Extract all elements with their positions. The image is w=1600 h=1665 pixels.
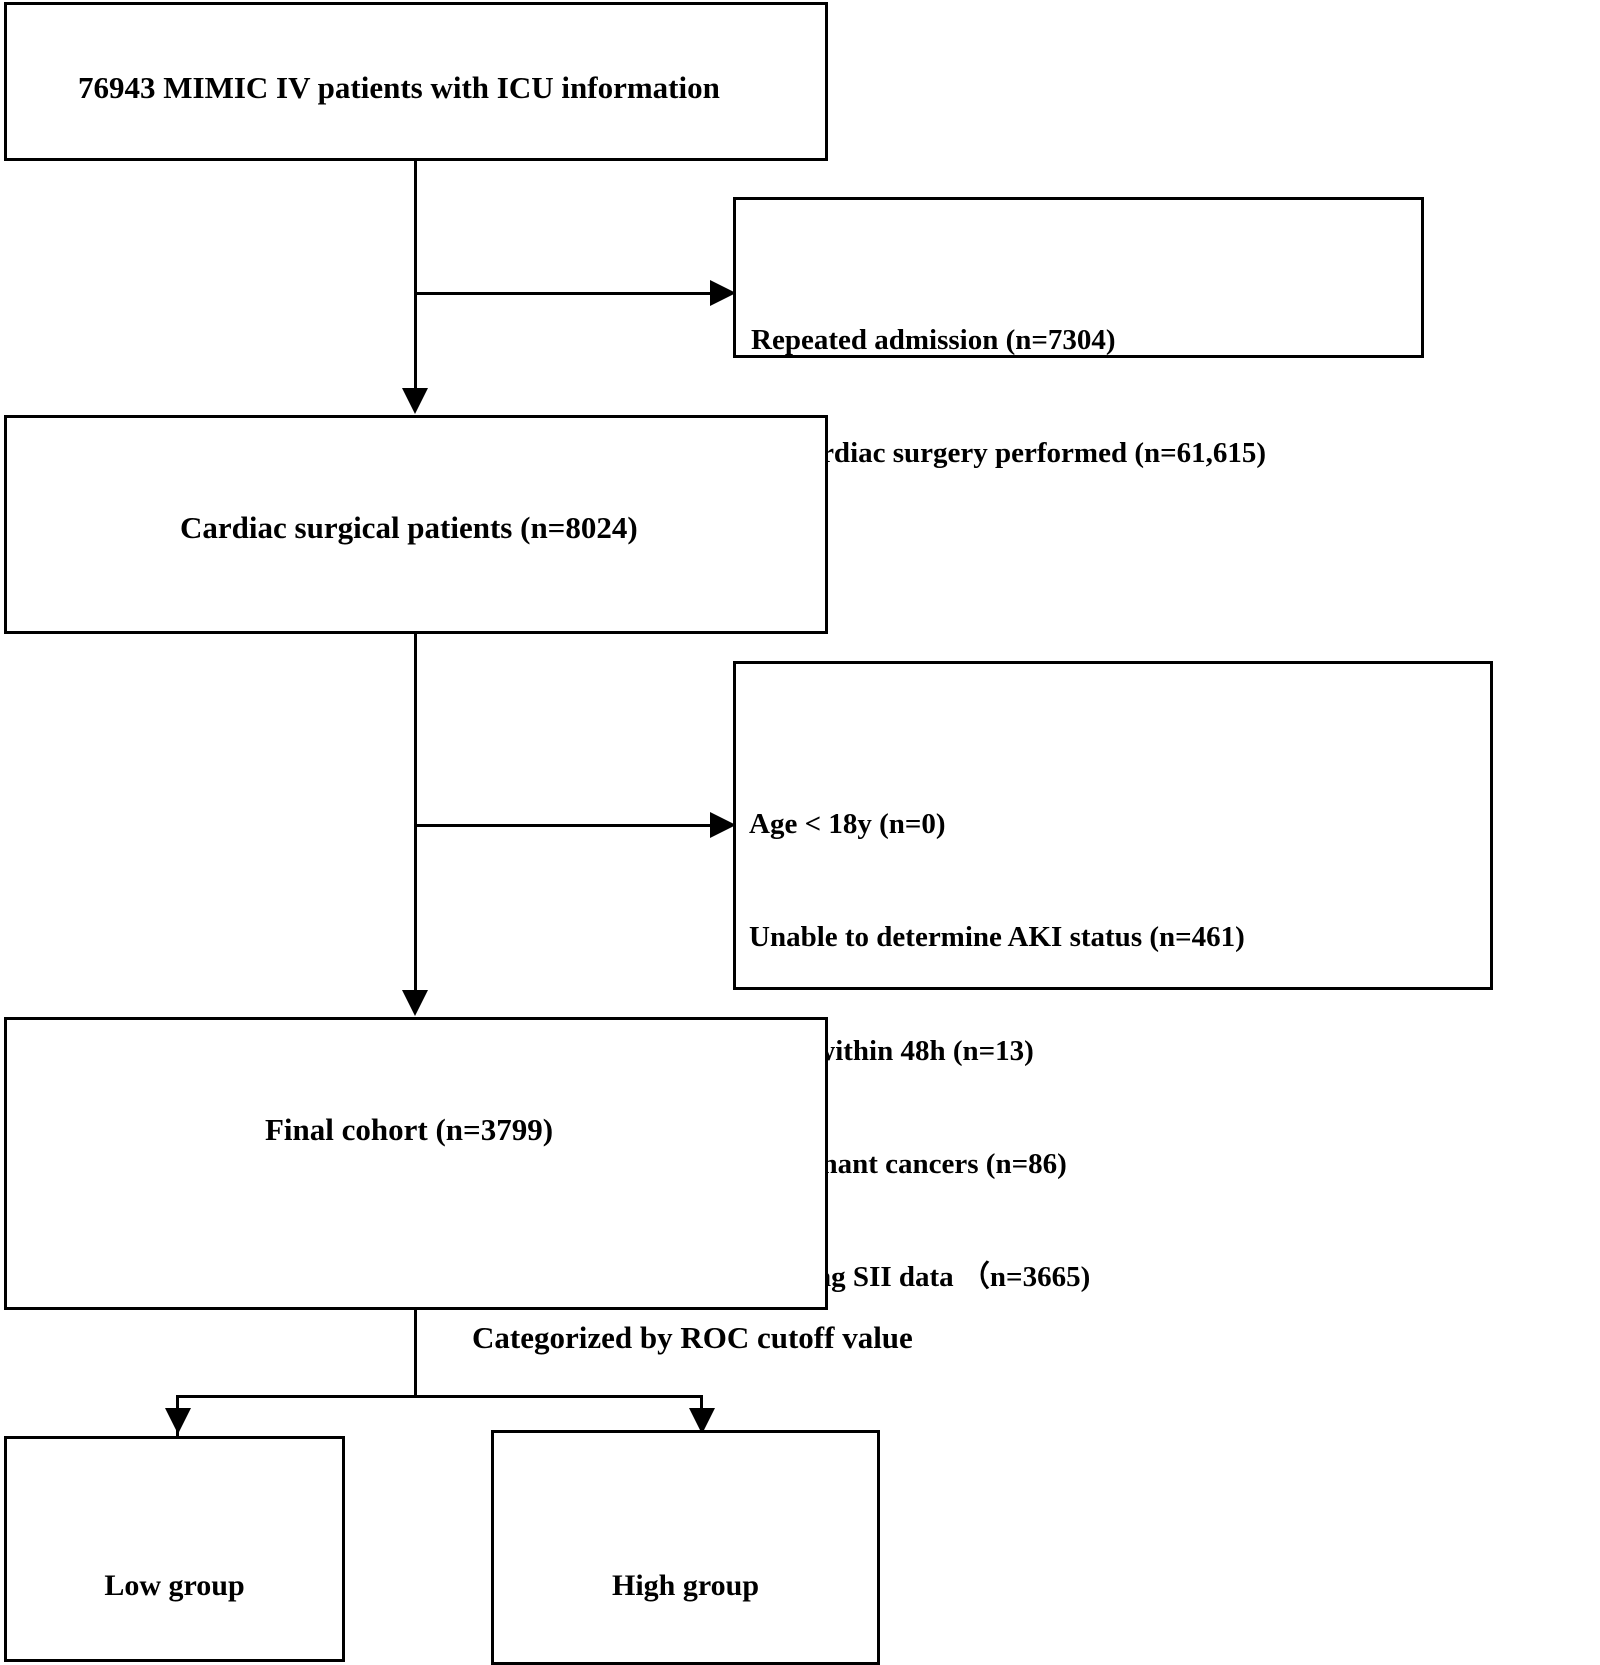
exclusion-two-item: Unable to determine AKI status (n=461) <box>749 921 1245 954</box>
box-final-cohort <box>4 1017 828 1310</box>
exclusion-two-item: Missing SII data （n=3665) <box>749 1260 1091 1293</box>
box-exclusion-two <box>733 661 1493 990</box>
arrowhead-to-cardiac-surgical <box>402 388 428 414</box>
exclusion-two-item: Died within 48h (n=13) <box>749 1034 1034 1067</box>
split-criterion-label: Categorized by ROC cutoff value <box>472 1320 913 1355</box>
exclusion-two-item: Age < 18y (n=0) <box>749 808 946 841</box>
box-exclusion-one-lines: Repeated admission (n=7304) No cardiac s… <box>751 247 1411 549</box>
exclusion-two-item: Malignant cancers (n=86) <box>749 1147 1067 1180</box>
box-exclusion-one <box>733 197 1424 358</box>
arrowhead-to-exclusion-one <box>710 280 736 306</box>
box-cardiac-surgical-label: Cardiac surgical patients (n=8024) <box>180 510 638 545</box>
box-high-group-text: High group (SII >949 x 109/L) <box>491 1488 880 1665</box>
low-group-title: Low group <box>104 1569 245 1602</box>
connector-fork-horizontal <box>176 1395 703 1398</box>
connector-branch-2 <box>414 824 714 827</box>
connector-branch-1 <box>414 292 714 295</box>
exclusion-one-item: No cardiac surgery performed (n=61,615) <box>751 437 1267 470</box>
connector-stem-2 <box>414 634 417 996</box>
box-exclusion-two-lines: Age < 18y (n=0) Unable to determine AKI … <box>749 731 1489 1372</box>
box-source-cohort <box>4 2 828 161</box>
box-cardiac-surgical <box>4 415 828 634</box>
arrowhead-to-final-cohort <box>402 990 428 1016</box>
box-high-group <box>491 1430 880 1665</box>
arrowhead-to-low-group <box>165 1408 191 1434</box>
box-source-cohort-label: 76943 MIMIC IV patients with ICU informa… <box>78 70 720 105</box>
box-final-cohort-label: Final cohort (n=3799) <box>265 1112 554 1147</box>
arrowhead-to-exclusion-two <box>710 812 736 838</box>
exclusion-one-item: Repeated admission (n=7304) <box>751 324 1116 357</box>
box-low-group-text: Low group (SII ≤949 x 109/L) <box>4 1488 345 1665</box>
connector-stem-1 <box>414 161 417 392</box>
high-group-title: High group <box>612 1569 759 1602</box>
box-low-group <box>4 1436 345 1662</box>
arrowhead-to-high-group <box>689 1408 715 1434</box>
connector-stem-3 <box>414 1310 417 1398</box>
